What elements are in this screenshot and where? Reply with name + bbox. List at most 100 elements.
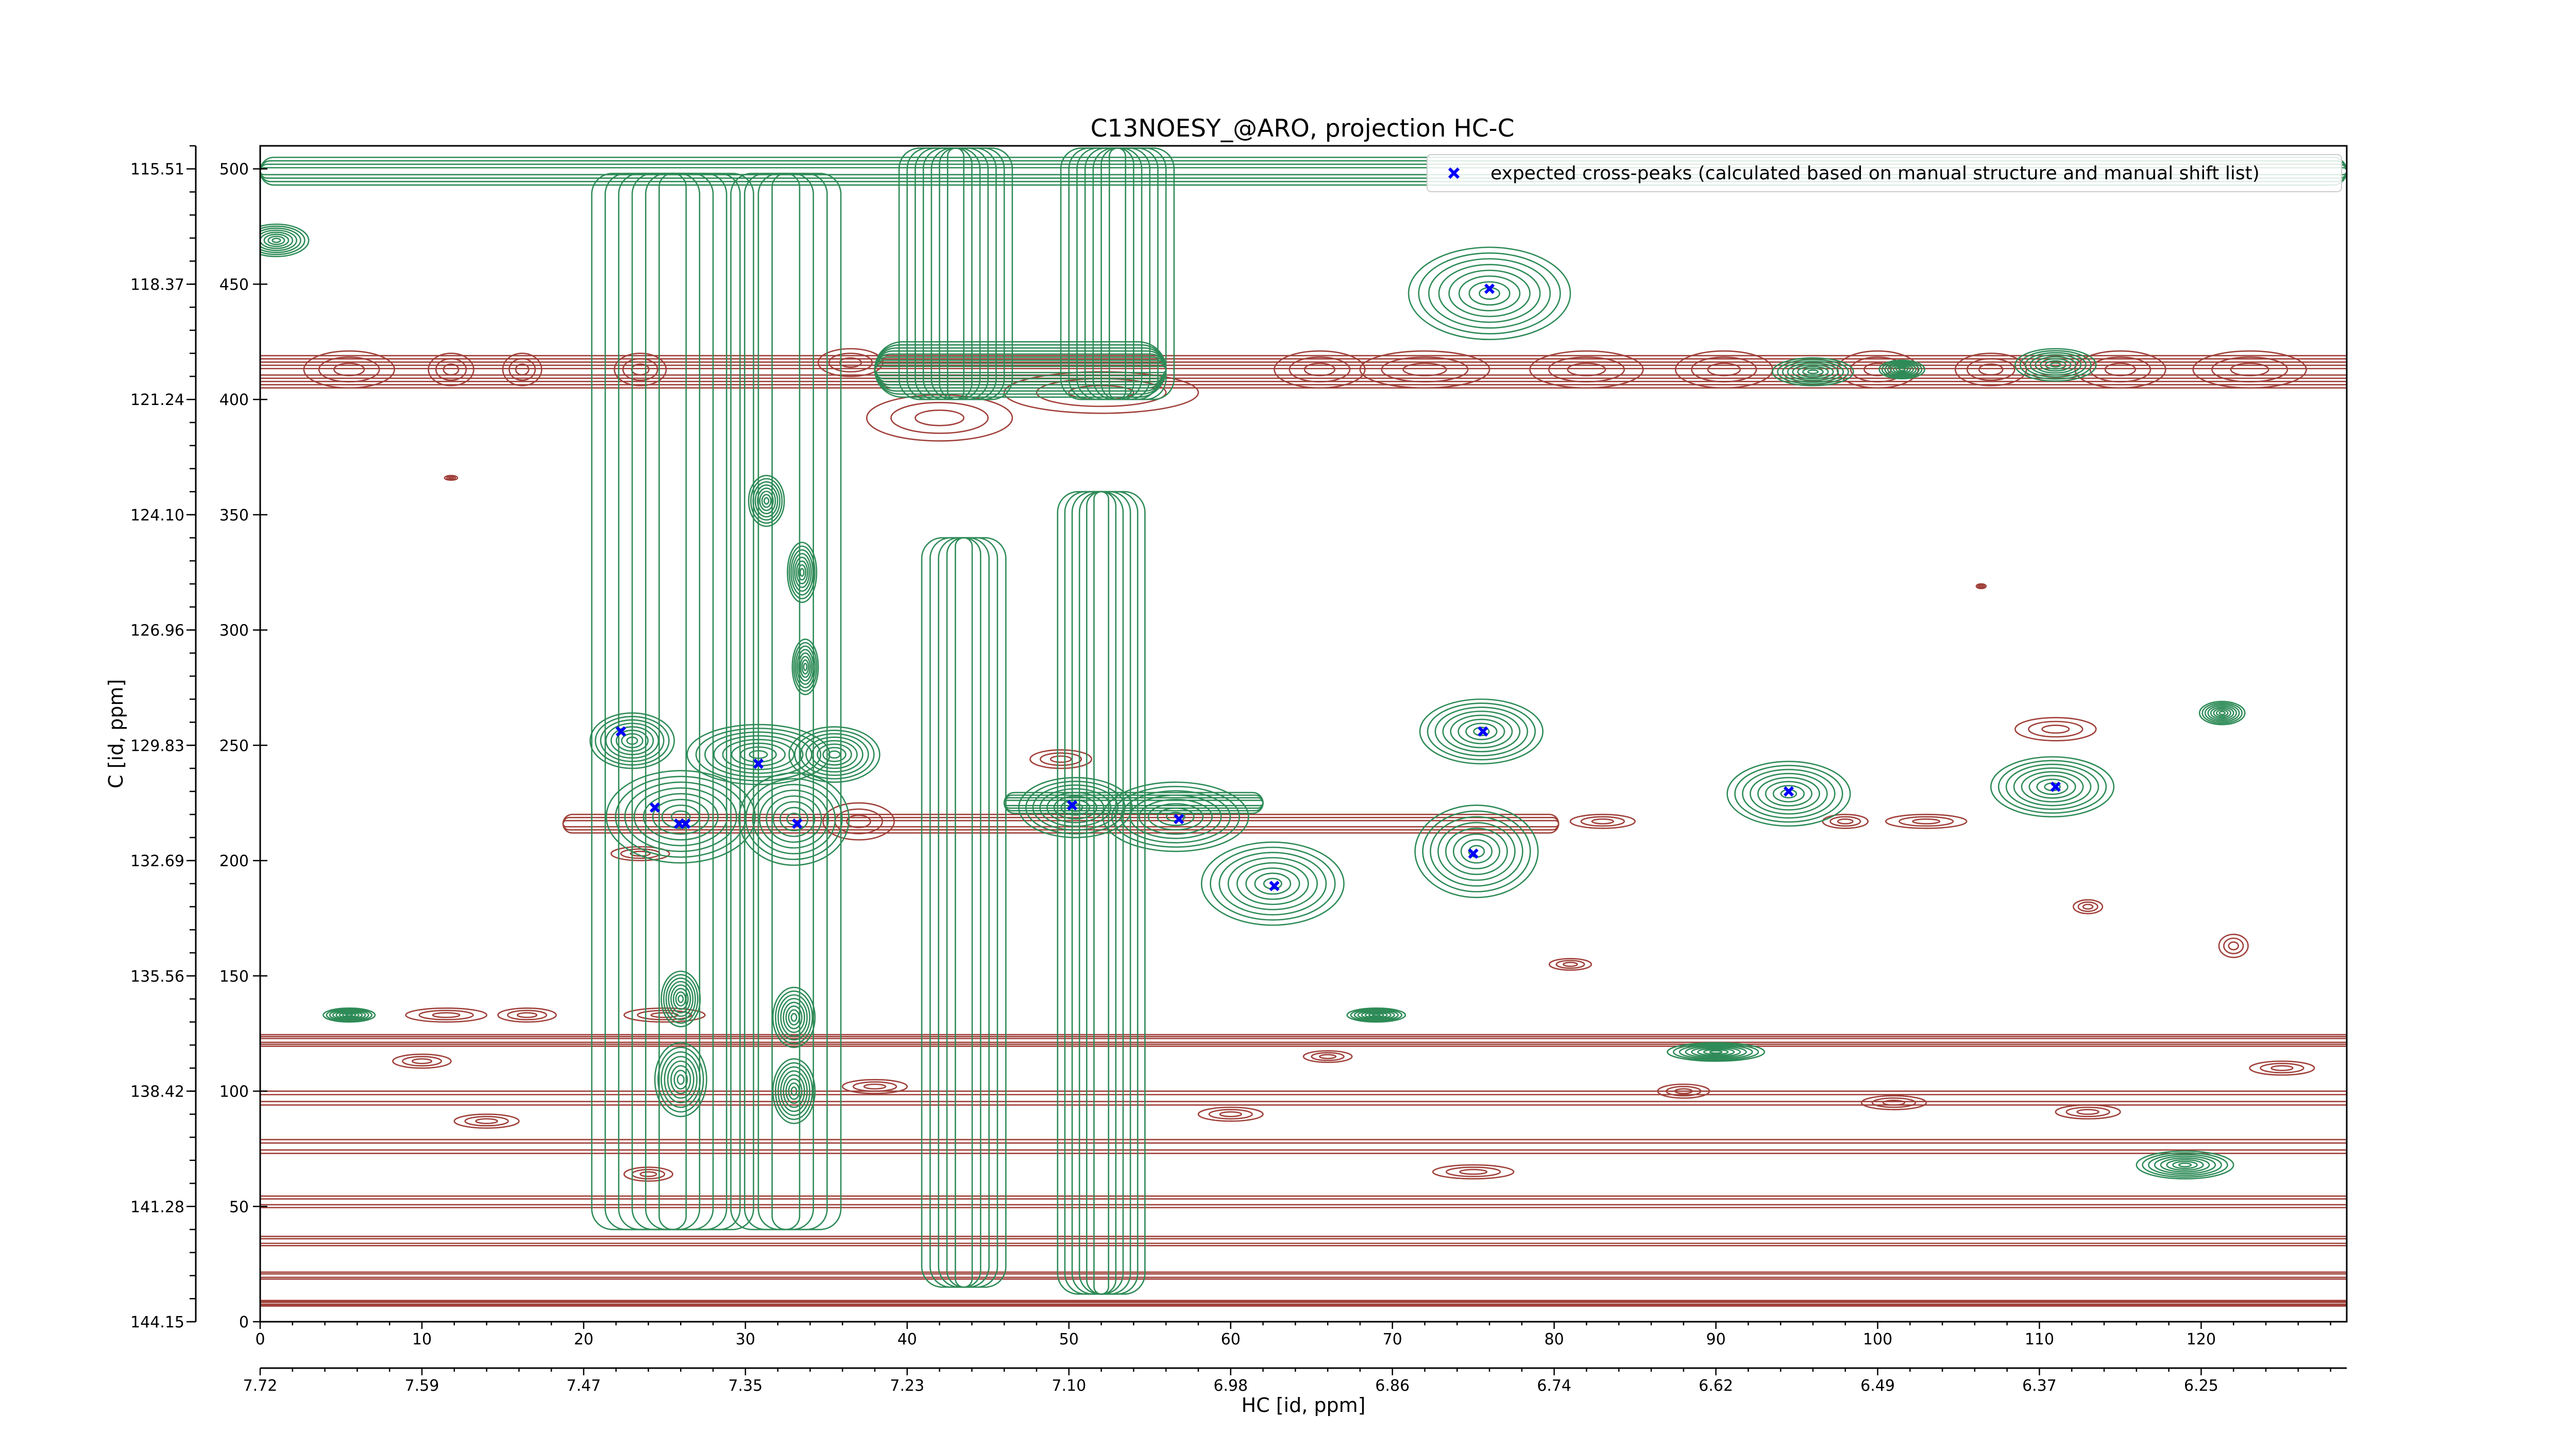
legend: expected cross-peaks (calculated based o… [1427,154,2342,192]
x-ppm-tick-label: 7.72 [243,1377,278,1395]
positive-peak-contour [1473,727,1490,736]
positive-peak-contour [1053,796,1097,820]
plot-frame [259,145,2348,1323]
negative-peak-contour [2223,937,2244,954]
positive-ridge-contour [921,537,1007,1288]
positive-peak-contour [759,789,829,849]
positive-peak-contour [1357,1010,1395,1020]
negative-peak-contour [2074,350,2166,389]
positive-peak-contour [2172,1160,2198,1169]
positive-ridge-contour [1057,491,1146,1295]
positive-peak-contour [1749,772,1828,815]
expected-peak-marker-stroke [615,726,626,737]
positive-peak-contour [803,663,808,671]
negative-peak-contour [516,1012,538,1018]
negative-band-contour [260,355,2347,389]
x-index-tick-label: 60 [1221,1330,1241,1349]
positive-peak-contour [654,1042,707,1118]
y-ppm-tick-label: 132.69 [130,852,184,870]
y-ppm-tick-label: 138.42 [130,1083,184,1101]
x-index-tick-label: 100 [1863,1330,1892,1349]
positive-peak-contour [1111,786,1240,848]
positive-peak-contour [1672,1043,1759,1061]
y-ppm-tick-label: 129.83 [130,737,184,755]
expected-peak-marker-stroke [1478,726,1488,737]
negative-peak-contour [1359,350,1490,389]
expected-peak-marker [753,759,764,769]
positive-peak-contour [2204,703,2240,722]
positive-peak-contour [749,750,768,759]
negative-peak-contour [614,352,667,386]
positive-peak-contour [1709,1050,1723,1054]
negative-peak-contour [839,357,862,368]
negative-peak-contour [497,1007,557,1023]
positive-band-contour [260,160,2347,182]
negative-peak-contour [2218,933,2249,958]
negative-peak-contour [2104,362,2137,377]
positive-peak-contour [805,736,863,773]
positive-peak-contour [794,557,810,588]
positive-peak-contour [822,747,846,762]
positive-peak-contour [1371,1013,1381,1017]
negative-peak-contour [435,358,467,381]
expected-peak-marker [1174,814,1184,824]
positive-peak-contour [2207,705,2238,721]
positive-peak-contour [783,1001,805,1033]
negative-peak-contour [623,1166,673,1182]
negative-peak-contour [432,1012,461,1018]
x-ppm-tick-label: 6.74 [1537,1377,1571,1395]
positive-peak-contour [1210,847,1336,921]
negative-band-contour [260,1090,2347,1106]
positive-peak-contour [665,977,696,1021]
positive-peak-contour [1353,1009,1399,1021]
positive-peak-contour [260,225,306,256]
positive-peak-contour [1032,784,1119,831]
negative-peak-contour [2014,717,2097,742]
x-axis-label: HC [id, ppm] [1242,1394,1366,1417]
negative-peak-contour [1860,1095,1927,1110]
positive-band-contour [260,167,2347,176]
x-ppm-tick-label: 7.59 [405,1377,439,1395]
positive-peak-contour [783,1074,805,1108]
negative-band-contour [260,1139,2347,1154]
positive-band-contour [1003,791,1264,814]
negative-peak-contour [1674,1088,1693,1094]
x-ppm-tick-label: 7.10 [1052,1377,1086,1395]
expected-peak-marker-stroke [792,818,803,829]
negative-peak-contour [828,352,873,373]
positive-peak-contour [2029,354,2082,376]
positive-peak-contour [260,223,310,258]
positive-peak-contour [1408,246,1571,341]
positive-peak-contour [1427,702,1536,761]
positive-peak-contour [752,784,836,854]
positive-peak-contour [605,722,659,759]
y-index-tick-label: 100 [219,1083,249,1101]
negative-peak-contour [1029,749,1093,769]
positive-peak-contour [1419,698,1544,765]
negative-peak-contour [622,358,658,381]
positive-peak-contour [794,645,816,688]
x-ppm-tick-label: 6.25 [2184,1377,2218,1395]
positive-peak-contour [794,729,875,780]
y-index-tick-label: 0 [239,1313,249,1332]
negative-peak-contour [453,1113,520,1129]
positive-band-contour [260,157,2347,186]
positive-peak-contour [1102,781,1249,852]
negative-peak-contour [890,401,989,434]
positive-peak-contour [695,728,822,782]
negative-peak-contour [515,363,530,376]
negative-peak-contour [1555,959,1585,969]
positive-peak-contour [817,743,852,766]
negative-band-contour [260,1195,2347,1208]
positive-peak-contour [748,475,785,527]
negative-peak-contour [1432,1164,1515,1180]
negative-peak-contour [464,1116,509,1126]
positive-peak-contour [785,1078,803,1104]
positive-peak-contour [800,655,811,678]
negative-peak-contour [1319,1054,1337,1059]
positive-peak-contour [342,1013,357,1018]
expected-peak-marker [615,726,626,737]
positive-peak-contour [621,733,643,749]
negative-peak-contour [2228,941,2239,951]
x-ppm-tick-label: 6.86 [1375,1377,1410,1395]
